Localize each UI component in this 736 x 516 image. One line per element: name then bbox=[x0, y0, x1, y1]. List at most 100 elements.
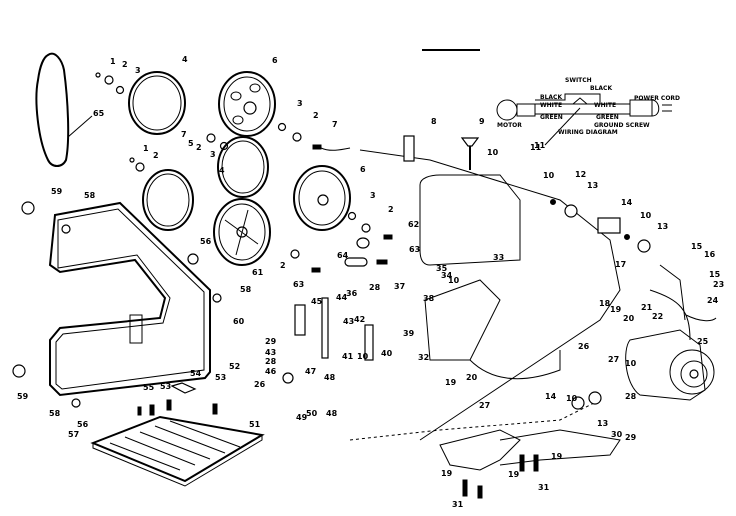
table-spring bbox=[137, 406, 142, 416]
part-number-label: 27 bbox=[479, 401, 490, 410]
spacer-part bbox=[347, 211, 357, 221]
table-insert bbox=[170, 382, 197, 394]
frame-outline bbox=[359, 149, 621, 441]
part-number-label: 13 bbox=[597, 419, 608, 428]
motor-face-inner bbox=[680, 360, 708, 388]
wiring-diagram: SWITCH BLACK BLACK WHITE WHITE GREEN GRE… bbox=[496, 77, 680, 152]
bearing-part bbox=[104, 75, 114, 85]
part-number-label: 64 bbox=[337, 251, 349, 260]
wiring-motor-coupling bbox=[516, 103, 536, 117]
part-number-label: 18 bbox=[599, 299, 611, 308]
part-number-label: 13 bbox=[657, 222, 668, 231]
part-number-label: 10 bbox=[566, 394, 578, 403]
bearing-part bbox=[206, 133, 216, 143]
guard-knob bbox=[21, 201, 35, 215]
lower-wheel bbox=[213, 198, 271, 266]
washer-part bbox=[550, 199, 556, 205]
motor-mount-arch bbox=[649, 289, 691, 341]
switch-icon bbox=[571, 97, 589, 105]
part-number-label: 19 bbox=[508, 470, 520, 479]
part-number-label: 3 bbox=[135, 66, 141, 75]
part-number-label: 3 bbox=[370, 191, 376, 200]
part-number-label: 60 bbox=[233, 317, 245, 326]
part-number-label: 14 bbox=[545, 392, 557, 401]
part-number-label: 10 bbox=[640, 211, 652, 220]
part-number-label: 17 bbox=[615, 260, 626, 269]
base-bolt bbox=[519, 454, 525, 472]
housing-upper bbox=[419, 174, 521, 266]
guard-nut bbox=[71, 398, 81, 408]
bearing-part bbox=[292, 132, 302, 142]
part-number-label: 63 bbox=[293, 280, 304, 289]
table-slots bbox=[109, 420, 241, 471]
upper-bracket bbox=[403, 135, 415, 162]
wiring-switch-label: SWITCH bbox=[565, 77, 592, 84]
wire-black bbox=[535, 93, 601, 104]
drive-belt bbox=[35, 52, 70, 167]
table-spring bbox=[166, 399, 172, 411]
switch-box bbox=[597, 217, 621, 234]
part-number-label: 19 bbox=[445, 378, 457, 387]
lower-tire-right-inner bbox=[221, 140, 265, 194]
part-number-label: 20 bbox=[623, 314, 635, 323]
part-number-label: 19 bbox=[551, 452, 563, 461]
lower-tire-left-inner bbox=[146, 173, 190, 227]
guide-wheel bbox=[282, 372, 294, 384]
part-number-label: 25 bbox=[697, 337, 709, 346]
part-number-label: 4 bbox=[219, 166, 225, 175]
housing-lower bbox=[424, 279, 501, 361]
spacer-part bbox=[115, 85, 125, 95]
motor-face bbox=[669, 349, 715, 395]
wiring-black-right-label: BLACK bbox=[590, 85, 612, 92]
key-part bbox=[344, 257, 368, 267]
part-number-label: 28 bbox=[369, 283, 381, 292]
trunnion bbox=[469, 350, 561, 380]
part-number-label: 44 bbox=[336, 293, 348, 302]
wheel-hub bbox=[317, 194, 329, 206]
lower-wheel-rim bbox=[218, 203, 266, 261]
bearing-part bbox=[361, 223, 371, 233]
wiring-motor-label: MOTOR bbox=[497, 122, 522, 129]
base-bolt bbox=[462, 479, 468, 497]
upper-wheel bbox=[218, 71, 276, 137]
part-number-label: 12 bbox=[575, 170, 586, 179]
part-number-label: 15 bbox=[709, 270, 721, 279]
belt-guard-arch bbox=[659, 264, 686, 321]
part-number-label: 20 bbox=[466, 373, 478, 382]
part-number-label: 10 bbox=[543, 171, 555, 180]
table-spring bbox=[212, 403, 218, 415]
wiring-diagram-title: WIRING DIAGRAM bbox=[558, 129, 618, 136]
part-number-label: 10 bbox=[448, 276, 460, 285]
wiring-ref-number: 11 bbox=[530, 143, 542, 152]
frame-hidden-line bbox=[349, 399, 601, 441]
part-number-label: 51 bbox=[249, 420, 261, 429]
part-number-label: 43 bbox=[343, 317, 354, 326]
lock-knob bbox=[564, 204, 578, 218]
spacer-part bbox=[277, 122, 287, 132]
washer-part bbox=[129, 157, 135, 163]
part-number-label: 33 bbox=[493, 253, 504, 262]
upper-tire bbox=[128, 71, 186, 135]
bearing-part bbox=[135, 162, 145, 172]
part-number-label: 2 bbox=[280, 261, 286, 270]
part-number-label: 56 bbox=[200, 237, 212, 246]
wiring-motor-icon bbox=[496, 99, 518, 121]
base-plate-right bbox=[499, 429, 621, 466]
part-number-label: 37 bbox=[394, 282, 405, 291]
part-number-label: 31 bbox=[452, 500, 464, 509]
part-number-label: 31 bbox=[538, 483, 550, 492]
part-number-label: 38 bbox=[423, 294, 435, 303]
axle-bolt bbox=[312, 144, 322, 150]
part-number-label: 56 bbox=[77, 420, 89, 429]
table-spring bbox=[149, 404, 155, 416]
power-plug bbox=[651, 99, 660, 117]
part-number-label: 1 bbox=[143, 144, 149, 153]
guard-nut bbox=[61, 224, 71, 234]
washer-part bbox=[95, 72, 101, 78]
part-number-label: 19 bbox=[610, 305, 622, 314]
guard-knob bbox=[12, 364, 26, 378]
part-number-label: 41 bbox=[342, 352, 354, 361]
power-cord-body bbox=[629, 99, 653, 117]
wheel-hub bbox=[243, 101, 257, 115]
